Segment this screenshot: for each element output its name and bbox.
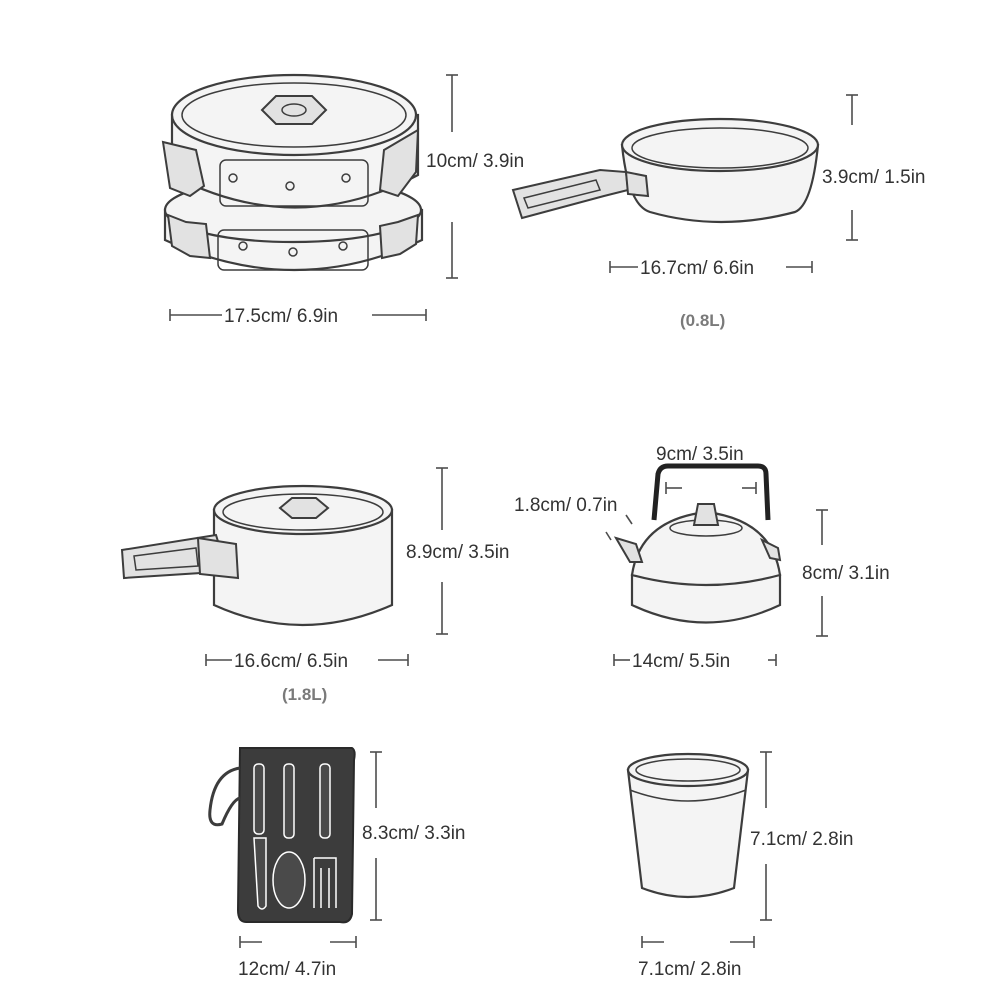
- knife-icon: [253, 763, 267, 910]
- kettle-handle-label: 9cm/ 3.5in: [656, 444, 744, 465]
- spoon-icon: [272, 763, 306, 909]
- kettle-width-label: 14cm/ 5.5in: [632, 651, 730, 672]
- frying-pan-capacity-label: (0.8L): [680, 311, 725, 330]
- saucepan-width-label: 16.6cm/ 6.5in: [234, 651, 348, 672]
- pot-set-illustration: [161, 73, 424, 271]
- saucepan-height-label: 8.9cm/ 3.5in: [406, 542, 510, 563]
- cutlery-bag-illustration: [208, 747, 356, 924]
- cup-illustration: [626, 752, 750, 899]
- frying-pan-height-label: 3.9cm/ 1.5in: [822, 167, 926, 188]
- frying-pan-illustration: [511, 117, 820, 224]
- saucepan-illustration: [120, 484, 394, 627]
- fork-icon: [313, 763, 337, 908]
- kettle-height-label: 8cm/ 3.1in: [802, 563, 890, 584]
- pot-set-height-label: 10cm/ 3.9in: [426, 151, 524, 172]
- cutlery-bag-width-label: 12cm/ 4.7in: [238, 959, 336, 980]
- saucepan-capacity-label: (1.8L): [282, 685, 327, 704]
- kettle-illustration: [613, 463, 782, 624]
- pot-set-width-label: 17.5cm/ 6.9in: [224, 306, 338, 327]
- cup-width-label: 7.1cm/ 2.8in: [638, 959, 742, 980]
- cup-height-label: 7.1cm/ 2.8in: [750, 829, 854, 850]
- cutlery-bag-height-label: 8.3cm/ 3.3in: [362, 823, 466, 844]
- kettle-spout-label: 1.8cm/ 0.7in: [514, 495, 618, 516]
- frying-pan-width-label: 16.7cm/ 6.6in: [640, 258, 754, 279]
